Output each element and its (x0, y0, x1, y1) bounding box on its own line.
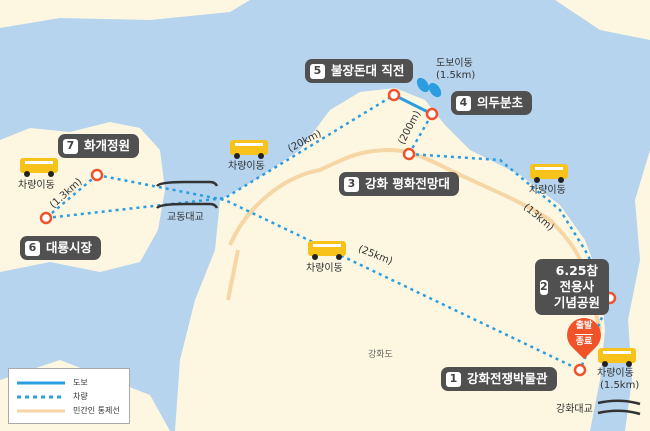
car-move-label: 차량이동 (306, 263, 343, 274)
ganghwa-island-label: 강화도 (368, 350, 393, 360)
bus-icon (20, 158, 58, 173)
route-car-7-1 (96, 173, 581, 372)
pin-end: 종료 (575, 337, 593, 347)
stop-number: 1 (446, 371, 461, 387)
stop-name: 의두분초 (477, 95, 524, 110)
stop-tag-4[interactable]: 4 의두분초 (451, 91, 533, 115)
footprints-icon (416, 77, 442, 98)
bus-icon (530, 164, 568, 179)
pin-start: 출발 (575, 321, 593, 331)
stop-tag-6[interactable]: 6 대룡시장 (20, 236, 102, 260)
stop-name: 대룡시장 (46, 240, 93, 255)
stop-name: 6.25참전용사 기념공원 (553, 263, 600, 310)
bus-icon (230, 140, 268, 155)
stop-name: 강화전쟁박물관 (467, 371, 548, 386)
stop-number: 2 (540, 279, 548, 295)
stop-tag-3[interactable]: 3 강화 평화전망대 (339, 172, 459, 196)
route-car-3-2 (408, 152, 612, 299)
legend-car: 차량 (73, 392, 88, 401)
civilian-control-line (226, 147, 602, 331)
car-move-label: 차량이동 (228, 161, 265, 172)
ganghwa-bridge-label: 강화대교 (556, 404, 593, 415)
stop-marker-3 (402, 147, 416, 161)
stop-marker-5 (387, 88, 401, 102)
stop-name: 불장돈대 직전 (331, 63, 405, 78)
bus-icon (598, 348, 636, 363)
car-move-label: 차량이동 (597, 368, 634, 379)
stop-marker-7 (90, 168, 104, 182)
ganghwa-bridge-icon (597, 399, 641, 416)
car-move-label: 차량이동 (18, 180, 55, 191)
stop-tag-5[interactable]: 5 불장돈대 직전 (305, 59, 414, 83)
legend-control-line: 민간인 통제선 (73, 406, 120, 415)
car-distance-end: (1.5km) (600, 380, 640, 391)
stop-tag-7[interactable]: 7 화개정원 (58, 134, 140, 158)
stop-marker-6 (39, 211, 53, 225)
stop-number: 5 (310, 63, 325, 79)
land-top-right (555, 0, 650, 40)
car-move-label: 차량이동 (529, 185, 566, 196)
land-top-left (0, 0, 250, 28)
bus-icon (308, 241, 346, 256)
stop-marker-1 (573, 363, 587, 377)
gyodong-bridge-icon (156, 180, 219, 209)
stop-number: 6 (25, 240, 40, 256)
route-walk-5-4 (393, 93, 433, 116)
walk-move-label: 도보이동 (436, 58, 473, 69)
stop-name: 강화 평화전망대 (365, 176, 450, 191)
stop-number: 4 (456, 95, 471, 111)
stop-name: 화개정원 (84, 138, 131, 153)
ganghwa-island (175, 88, 605, 431)
route-car-3-4 (407, 113, 434, 155)
legend: 도보 차량 민간인 통제선 (8, 368, 130, 424)
stop-tag-2[interactable]: 2 6.25참전용사 기념공원 (535, 259, 609, 315)
stop-tag-1[interactable]: 1 강화전쟁박물관 (441, 367, 557, 391)
stop-number: 7 (63, 138, 78, 154)
legend-walk: 도보 (73, 378, 88, 387)
gyodong-bridge-label: 교동대교 (167, 212, 204, 223)
stop-number: 3 (344, 176, 359, 192)
stop-marker-4 (425, 107, 439, 121)
walk-distance-label: (1.5km) (436, 70, 476, 81)
